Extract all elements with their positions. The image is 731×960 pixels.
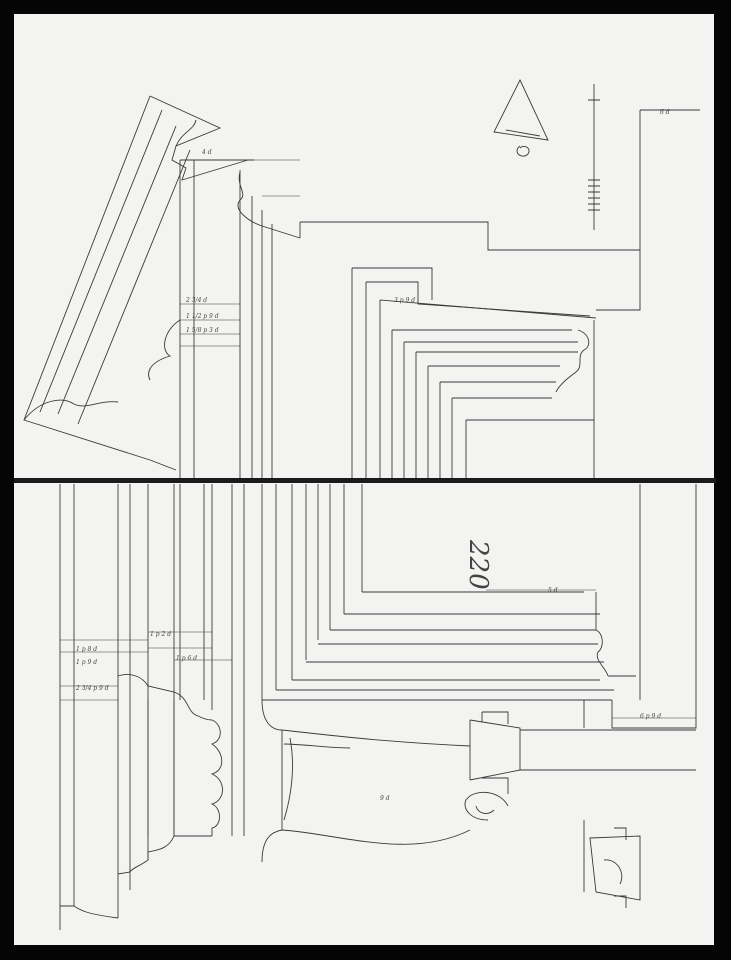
page-fold [14,478,716,483]
note-12: 3 p 9 d [394,297,415,304]
note-11: 6 p 9 d [640,713,661,720]
note-9: 2 3/4 p 9 d [75,685,109,692]
note-8: 1 5/8 p 3 d [186,327,219,334]
dimension-lines [60,159,696,719]
capital-detail-sketch [583,820,641,908]
note-3: 9 d [380,795,390,802]
note-7: 1 1/2 p 9 d [186,313,219,320]
note-10: 1 p 2 d [150,631,171,638]
base-profile [60,674,245,919]
pediment-cornice [23,95,249,471]
upper-dimension-scale [493,78,700,250]
note-13: 6 d [660,109,670,116]
note-4: 5 d [548,587,558,594]
column-capital [261,699,696,863]
note-1: 1 p 8 d [76,646,97,653]
vertical-moulding-lines [59,484,363,930]
note-5: 4 d [201,149,212,156]
note-6: 2 3/4 d [185,297,207,304]
note-2: 1 p 9 d [76,659,97,666]
horizontal-moulding-lines [262,484,697,729]
page-number: 220 [463,539,493,590]
cornice-profile-lines [179,159,641,478]
note-14: 1 p 6 d [176,655,197,662]
